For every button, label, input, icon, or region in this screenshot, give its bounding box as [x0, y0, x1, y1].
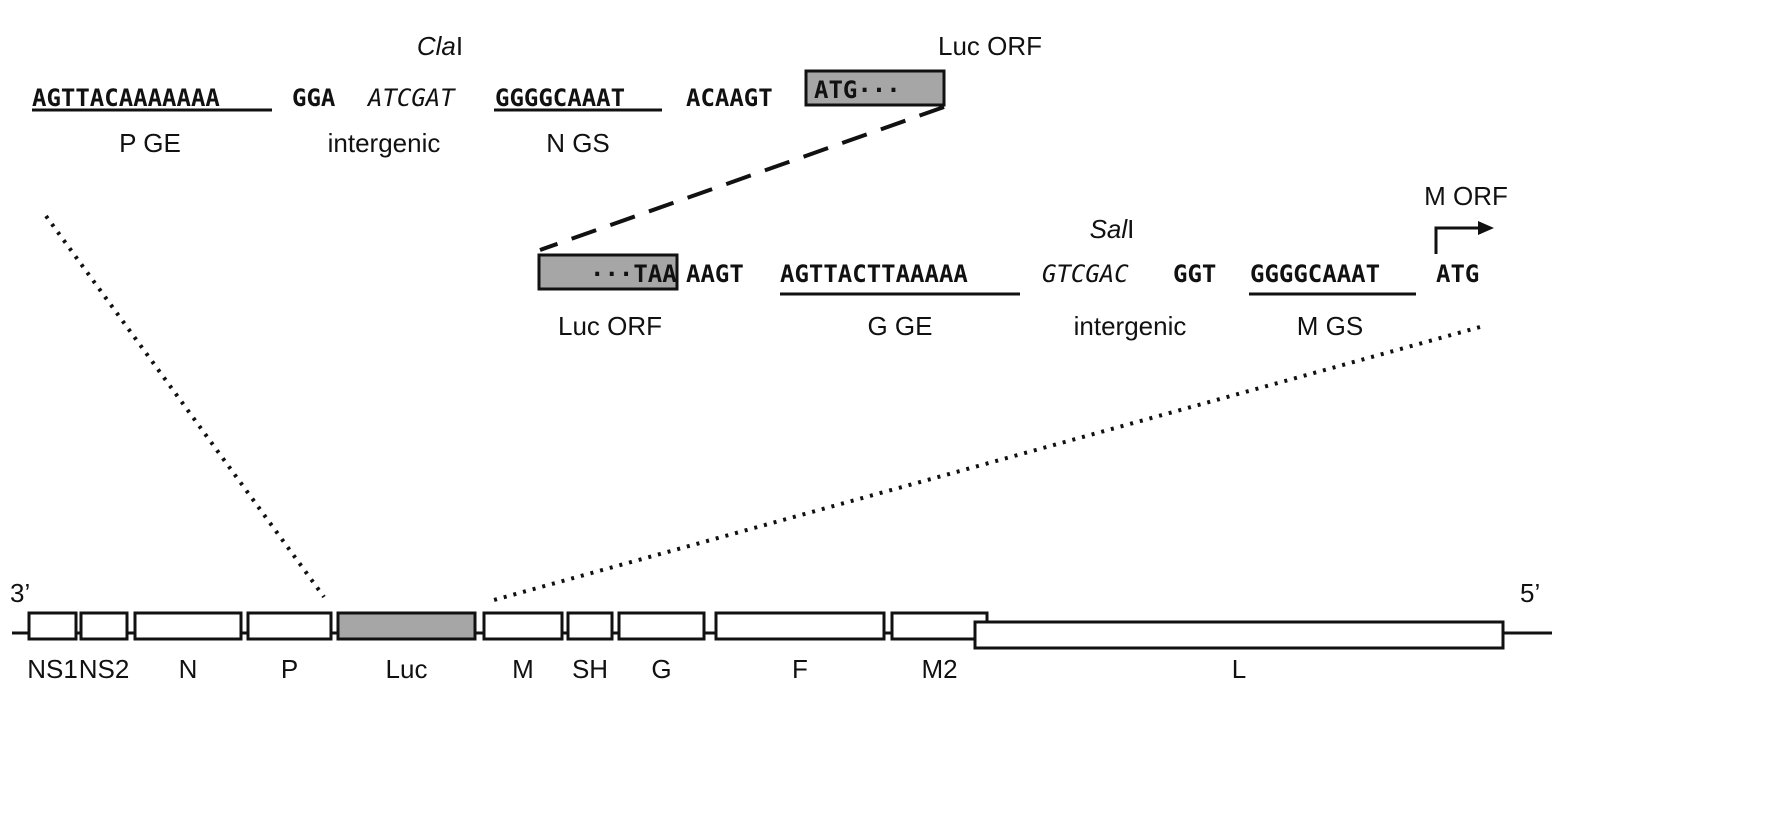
m-orf-label: M ORF [1424, 181, 1508, 211]
p-ge-label: P GE [119, 128, 181, 158]
gene-label-g: G [651, 654, 671, 684]
bottom-intergenic-label: intergenic [1074, 311, 1187, 341]
cla-enzyme-label: ClaI [417, 31, 463, 61]
g-ge-sequence: AGTTACTTAAAAA [780, 260, 968, 288]
ggt-sequence: GGT [1173, 260, 1216, 288]
n-gs-sequence: GGGGCAAAT [495, 84, 625, 112]
gene-label-l: L [1232, 654, 1246, 684]
gene-box-luc [336, 611, 477, 641]
luc-orf-dashed-connector [539, 105, 945, 252]
gga-sequence: GGA [292, 84, 336, 112]
gene-box-ns2 [79, 611, 129, 641]
g-ge-label: G GE [867, 311, 932, 341]
gene-label-ns1: NS1 [27, 654, 78, 684]
luc-orf-start-box [804, 69, 946, 107]
gene-box-sh [566, 611, 614, 641]
top-intergenic-label: intergenic [328, 128, 441, 158]
luc-orf-bottom-label: Luc ORF [558, 311, 662, 341]
zoom-left-dotted-line [44, 214, 326, 599]
gene-label-ns2: NS2 [79, 654, 130, 684]
aagt-sequence: AAGT [686, 260, 744, 288]
gene-box-n [133, 611, 243, 641]
atg-sequence: ATG [1436, 260, 1479, 288]
gene-label-p: P [281, 654, 298, 684]
gene-box-ns1 [27, 611, 78, 641]
gene-box-l [973, 620, 1505, 650]
n-gs-label: N GS [546, 128, 610, 158]
gene-box-m2 [890, 611, 989, 641]
genome-3-prime-end: 3’ [10, 578, 30, 608]
gene-label-m2: M2 [921, 654, 957, 684]
top-cassette: ClaI Luc ORF AGTTACAAAAAAA GGA ATCGAT GG… [32, 31, 1042, 158]
bottom-cassette: M ORF SalI ···TAA AAGT AGTTACTTAAAAA GTC… [537, 181, 1508, 341]
gene-label-m: M [512, 654, 534, 684]
sal-site-sequence: GTCGAC [1042, 260, 1129, 288]
p-ge-sequence: AGTTACAAAAAAA [32, 84, 220, 112]
gene-label-sh: SH [572, 654, 608, 684]
luc-start-sequence: ATG··· [814, 76, 901, 104]
luc-orf-end-box [537, 253, 679, 291]
luc-end-sequence: ···TAA [590, 260, 677, 288]
m-orf-arrow-icon [1434, 226, 1480, 254]
zoom-right-dotted-line [493, 325, 1481, 602]
luc-orf-top-label: Luc ORF [938, 31, 1042, 61]
gene-label-luc: Luc [386, 654, 428, 684]
gene-box-p [246, 611, 333, 641]
gene-label-f: F [792, 654, 808, 684]
acaagt-sequence: ACAAGT [686, 84, 773, 112]
m-orf-arrowhead-icon [1478, 221, 1494, 235]
gene-box-g [617, 611, 706, 641]
gene-box-f [714, 611, 886, 641]
gene-box-m [482, 611, 564, 641]
m-gs-sequence: GGGGCAAAT [1250, 260, 1380, 288]
m-gs-label: M GS [1297, 311, 1363, 341]
genome-5-prime-end: 5’ [1520, 578, 1540, 608]
sal-enzyme-label: SalI [1090, 214, 1135, 244]
cla-site-sequence: ATCGAT [366, 84, 456, 112]
gene-label-n: N [179, 654, 198, 684]
